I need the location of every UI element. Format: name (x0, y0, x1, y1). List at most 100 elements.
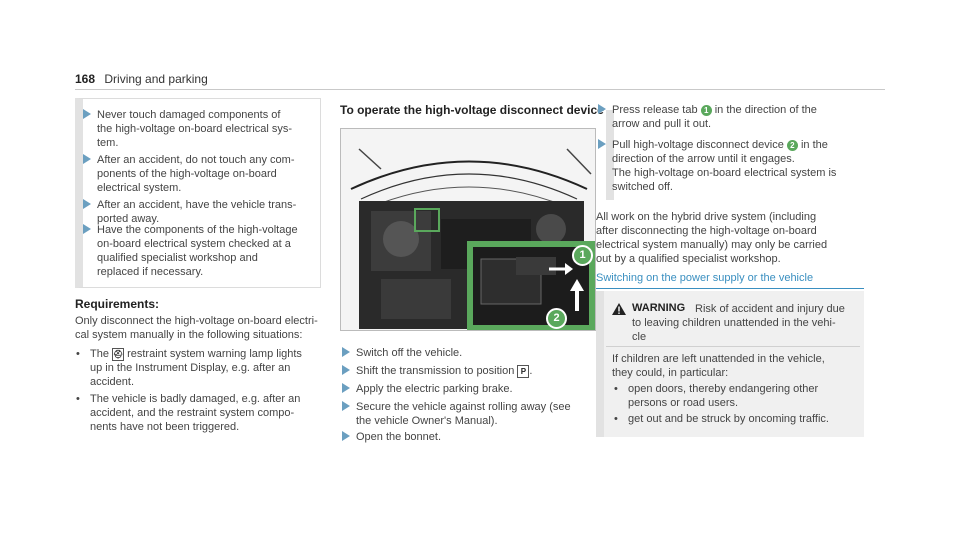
step-bar (606, 110, 614, 200)
note-line: ponents of the high-voltage on-board (97, 168, 277, 180)
arrow-icon (342, 347, 350, 357)
bullet-line: nents have not been triggered. (90, 421, 240, 433)
procedure-step: Shift the transmission to position P. (342, 364, 596, 378)
header-rule (75, 89, 885, 90)
note-line: After an accident, have the vehicle tran… (97, 199, 297, 211)
note-line: After an accident, do not touch any com- (97, 154, 295, 166)
note-line: Never touch damaged components of (97, 109, 281, 121)
note-line: the high-voltage on-board electrical sys… (97, 123, 293, 135)
step-post: in the direction of the (714, 104, 817, 116)
arrow-icon (83, 154, 91, 164)
warning-bar (596, 291, 604, 437)
figure-label-2: 2 (546, 308, 567, 329)
para-line: out by a qualified specialist workshop. (596, 253, 781, 265)
bullet-dot: • (614, 413, 618, 425)
step-line: Switch off the vehicle. (356, 347, 463, 359)
warning-line: If children are left unattended in the v… (612, 353, 825, 365)
procedure-step: Switch off the vehicle. (342, 346, 596, 360)
arrow-icon (83, 199, 91, 209)
procedure-step: Secure the vehicle against rolling away … (342, 400, 596, 428)
step-pre: Pull high-voltage disconnect device (612, 139, 784, 151)
warning-header-cont: to leaving children unattended in the ve… (632, 316, 862, 344)
warning-line: to leaving children unattended in the ve… (632, 317, 836, 329)
arrow-icon (598, 139, 606, 149)
arrow-icon (83, 109, 91, 119)
warning-line: persons or road users. (628, 397, 739, 409)
section-title: Driving and parking (104, 72, 208, 86)
bullet-line: accident. (90, 376, 135, 388)
page-header: 168 Driving and parking (75, 72, 208, 86)
warning-line: open doors, thereby endangering other (628, 383, 819, 395)
warning-title: WARNING (632, 302, 686, 314)
intro-line: cal system manually in the following sit… (75, 329, 303, 341)
warning-divider (606, 346, 860, 347)
intro-line: Only disconnect the high-voltage on-boar… (75, 315, 318, 327)
note-line: tem. (97, 137, 119, 149)
warning-triangle-icon (612, 302, 626, 320)
disconnect-step: Pull high-voltage disconnect device 2 in… (598, 138, 867, 194)
workshop-paragraph: All work on the hybrid drive system (inc… (596, 210, 866, 266)
note-item: After an accident, have the vehicle tran… (83, 198, 317, 226)
step-line: switched off. (612, 181, 673, 193)
bullet-dot: • (614, 383, 618, 395)
note-item: Have the components of the high-voltage … (83, 223, 317, 279)
step-pre: Press release tab (612, 104, 698, 116)
bullet-dot: • (76, 348, 80, 360)
note-line: on-board electrical system checked at a (97, 238, 291, 250)
arrow-icon (342, 365, 350, 375)
requirements-intro: Only disconnect the high-voltage on-boar… (75, 314, 325, 342)
procedure-step: Apply the electric parking brake. (342, 382, 596, 396)
figure-label-1: 1 (572, 245, 593, 266)
procedure-title: To operate the high-voltage disconnect d… (340, 103, 604, 117)
release-step: Press release tab 1 in the direction of … (598, 103, 867, 131)
para-line: All work on the hybrid drive system (inc… (596, 211, 817, 223)
section-rule (596, 288, 864, 289)
engine-bay-drawing (341, 129, 595, 330)
bullet-dot: • (76, 393, 80, 405)
para-line: electrical system manually) may only be … (596, 239, 828, 251)
step-line: the vehicle Owner's Manual). (356, 415, 498, 427)
step-line: Shift the transmission to position (356, 365, 515, 377)
note-line: replaced if necessary. (97, 266, 204, 278)
page-number: 168 (75, 72, 96, 86)
step-line: Apply the electric parking brake. (356, 383, 513, 395)
step-line: direction of the arrow until it engages. (612, 153, 795, 165)
warning-line: Risk of accident and injury due (695, 303, 845, 315)
step-punct: . (529, 365, 533, 377)
label-badge-1: 1 (700, 104, 712, 116)
warning-line: get out and be struck by oncoming traffi… (628, 413, 829, 425)
bullet-pre: The (90, 348, 109, 360)
note-item: Never touch damaged components of the hi… (83, 108, 317, 150)
warning-header-text: Risk of accident and injury due (695, 302, 860, 316)
warning-line: cle (632, 331, 647, 343)
warning-box (596, 291, 864, 437)
bullet-line: restraint system warning lamp lights (127, 348, 302, 360)
para-line: after disconnecting the high-voltage on-… (596, 225, 817, 237)
note-line: electrical system. (97, 182, 182, 194)
arrow-icon (83, 224, 91, 234)
park-position-symbol: P (517, 364, 530, 378)
step-line: Open the bonnet. (356, 431, 442, 443)
switching-section-link[interactable]: Switching on the power supply or the veh… (596, 272, 814, 284)
label-badge-2: 2 (786, 139, 798, 151)
step-line: arrow and pull it out. (612, 118, 712, 130)
bullet-line: up in the Instrument Display, e.g. after… (90, 362, 291, 374)
step-line: The high-voltage on-board electrical sys… (612, 167, 837, 179)
requirements-title: Requirements: (75, 297, 160, 311)
note-line: qualified specialist workshop and (97, 252, 258, 264)
arrow-icon (342, 401, 350, 411)
arrow-icon (342, 383, 350, 393)
bullet-line: accident, and the restraint system compo… (90, 407, 295, 419)
step-post: in the (800, 139, 828, 151)
arrow-icon (598, 104, 606, 114)
safety-note-box: Never touch damaged components of the hi… (75, 98, 321, 288)
engine-bay-illustration: 1 2 (340, 128, 596, 331)
warning-line: they could, in particular: (612, 367, 729, 379)
note-line: Have the components of the high-voltage (97, 224, 298, 236)
procedure-step: Open the bonnet. (342, 430, 596, 444)
bullet-line: The vehicle is badly damaged, e.g. after… (90, 393, 301, 405)
step-line: Secure the vehicle against rolling away … (356, 401, 571, 413)
note-item: After an accident, do not touch any com-… (83, 153, 317, 195)
warning-body: If children are left unattended in the v… (612, 352, 862, 380)
arrow-icon (342, 431, 350, 441)
